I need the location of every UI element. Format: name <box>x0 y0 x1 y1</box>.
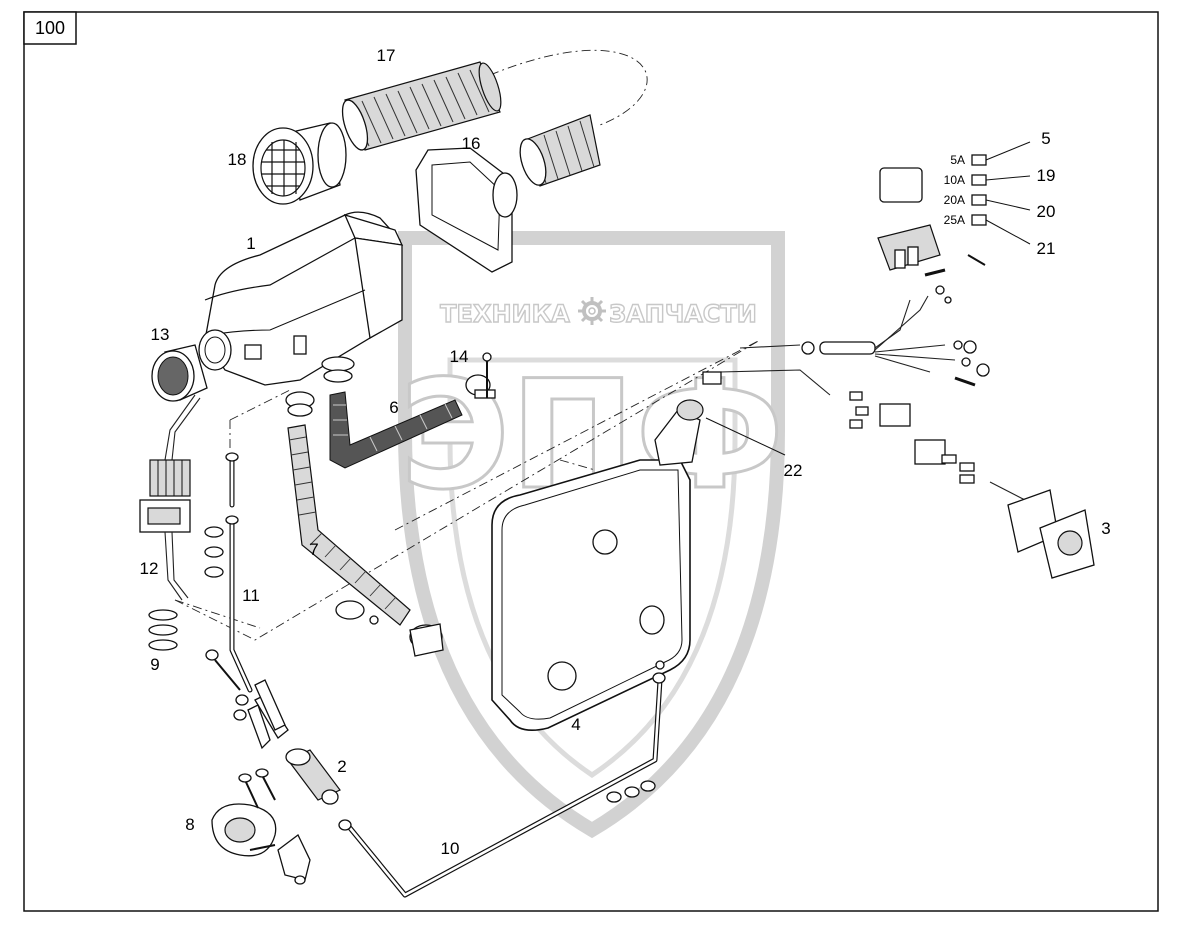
part-18-air-outlet <box>252 122 347 205</box>
part-16-cover-frame <box>415 147 518 273</box>
part-16-outlet-hose <box>519 114 601 187</box>
part-3-control-unit <box>989 481 1095 579</box>
callout-7: 7 <box>309 540 318 559</box>
part-11-fuel-line <box>204 452 253 693</box>
part-7-exhaust-hose <box>287 424 444 657</box>
connection-lines <box>174 49 761 641</box>
callout-14: 14 <box>450 347 469 366</box>
wiring-harness <box>702 295 990 396</box>
part-14-hose-clip <box>465 352 496 399</box>
fuse-relay-box <box>877 167 986 304</box>
part-4-fuel-tank <box>491 399 704 731</box>
watermark-right-word: ЗАПЧАСТИ <box>609 300 757 328</box>
callout-18: 18 <box>228 150 247 169</box>
callout-6: 6 <box>389 398 398 417</box>
callout-12: 12 <box>140 559 159 578</box>
fuse-label-10a: 10A <box>944 173 965 187</box>
callout-8: 8 <box>185 815 194 834</box>
part-13-intake-silencer <box>151 344 208 402</box>
sheet-number-box: 100 <box>23 11 77 45</box>
callout-4: 4 <box>571 715 580 734</box>
callout-2: 2 <box>337 757 346 776</box>
part-2-fuel-pump <box>247 694 341 805</box>
part-9-hose-clamps <box>148 609 178 651</box>
sheet-number: 100 <box>35 18 65 38</box>
callout-22: 22 <box>784 461 803 480</box>
gear-icon <box>578 297 606 325</box>
leader-lines-right <box>985 141 1031 245</box>
callout-labels: 1 2 3 4 5 6 7 8 9 10 11 12 13 14 16 17 1… <box>140 46 1111 858</box>
callout-3: 3 <box>1101 519 1110 538</box>
callout-1: 1 <box>246 234 255 253</box>
callout-5: 5 <box>1041 129 1050 148</box>
part-12-harness-connector <box>139 394 201 601</box>
callout-10: 10 <box>441 839 460 858</box>
fuse-label-5a: 5A <box>950 153 965 167</box>
watermark-left-word: ТЕХНИКА <box>440 300 570 328</box>
clamp-set-upper <box>285 356 355 417</box>
callout-19: 19 <box>1037 166 1056 185</box>
callout-9: 9 <box>150 655 159 674</box>
callout-11: 11 <box>242 586 260 605</box>
connector-pieces <box>849 391 975 484</box>
part-6-exhaust-elbow <box>329 391 463 469</box>
callout-13: 13 <box>151 325 170 344</box>
fuel-fittings <box>205 649 286 731</box>
callout-17: 17 <box>377 46 396 65</box>
callout-21: 21 <box>1037 239 1056 258</box>
part-1-heater-unit <box>198 211 404 386</box>
leader-22 <box>705 417 786 456</box>
drawing-frame <box>23 11 1159 912</box>
part-17-air-hose <box>341 61 502 151</box>
fuse-label-25a: 25A <box>944 213 965 227</box>
fuse-label-20a: 20A <box>944 193 965 207</box>
fuse-set: 5A 10A 20A 25A <box>944 153 987 227</box>
part-8-pump-bracket <box>211 768 311 885</box>
part-10-fuel-line <box>338 672 666 898</box>
callout-16: 16 <box>462 134 481 153</box>
callout-20: 20 <box>1037 202 1056 221</box>
